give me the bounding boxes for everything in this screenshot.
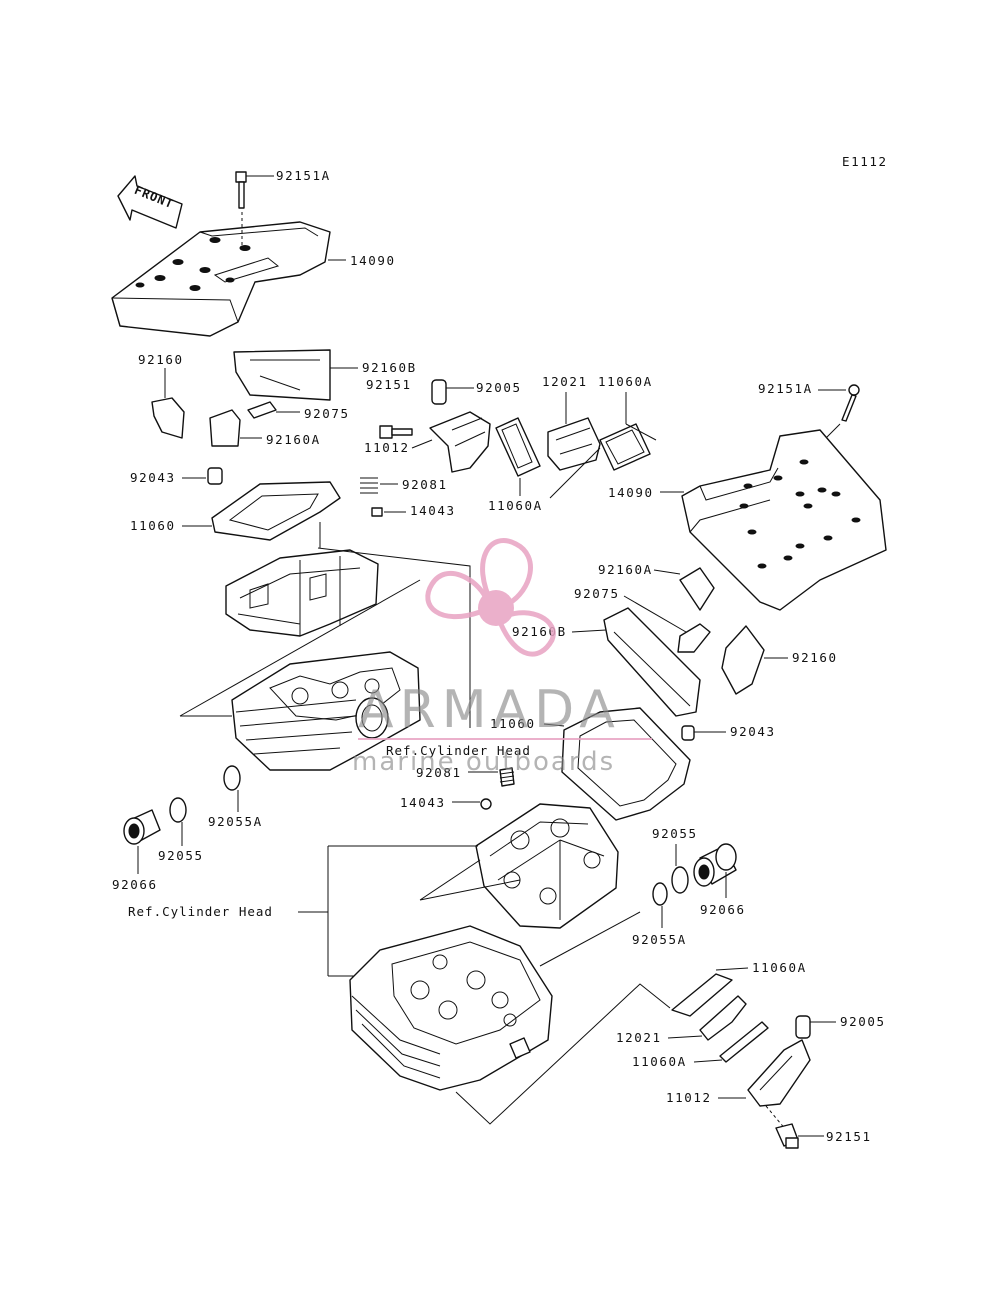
label-11060A-lower1: 11060A bbox=[752, 960, 807, 975]
oring-92055-left bbox=[169, 797, 187, 823]
cover-92160B-right bbox=[603, 607, 701, 717]
label-11060A-mid: 11060A bbox=[488, 498, 543, 513]
sleeve-92066-left bbox=[123, 809, 161, 845]
spring-92081-left bbox=[360, 477, 378, 494]
label-92151A-right: 92151A bbox=[758, 381, 813, 396]
bracket-92160-left bbox=[151, 397, 185, 439]
oring-92055-right bbox=[671, 866, 689, 894]
label-92043-right: 92043 bbox=[730, 724, 776, 739]
label-14043-center: 14043 bbox=[400, 795, 446, 810]
dowel-92043-right bbox=[681, 725, 695, 741]
label-92160B-left: 92160B bbox=[362, 360, 417, 375]
label-92160-right: 92160 bbox=[792, 650, 838, 665]
label-92055-left: 92055 bbox=[158, 848, 204, 863]
label-92055-right: 92055 bbox=[652, 826, 698, 841]
plate-12021-lower bbox=[699, 995, 747, 1041]
plug-14043-left bbox=[371, 507, 383, 517]
propeller-hub-icon bbox=[478, 590, 514, 626]
gasket-11060A-top-a bbox=[495, 417, 541, 477]
bolt-92151A-top bbox=[235, 171, 274, 209]
label-11012-left: 11012 bbox=[364, 440, 410, 455]
plug-14043-center bbox=[480, 798, 492, 810]
label-92160A-right: 92160A bbox=[598, 562, 653, 577]
ref-cylinder-head-lower: Ref.Cylinder Head bbox=[128, 904, 273, 919]
cylinder-head-upper-left bbox=[231, 651, 421, 771]
label-11012-right: 11012 bbox=[666, 1090, 712, 1105]
dowel-92005-right bbox=[795, 1015, 811, 1039]
watermark-brand: ARMADA bbox=[358, 680, 621, 740]
label-92081-center: 92081 bbox=[416, 765, 462, 780]
label-92055A-right: 92055A bbox=[632, 932, 687, 947]
propeller-logo-icon bbox=[425, 538, 556, 657]
housing-11012-right bbox=[747, 1039, 811, 1107]
label-92005-right: 92005 bbox=[840, 1014, 886, 1029]
spacer-92075-right bbox=[677, 623, 711, 653]
label-14043-left: 14043 bbox=[410, 503, 456, 518]
label-11060-left: 11060 bbox=[130, 518, 176, 533]
cover-14090-left bbox=[111, 221, 331, 337]
bracket-92160A-right bbox=[679, 567, 715, 611]
label-92075-right: 92075 bbox=[574, 586, 620, 601]
cover-92160B-left bbox=[233, 349, 331, 401]
bolt-92151A-right bbox=[841, 384, 860, 422]
label-92151-left: 92151 bbox=[366, 377, 412, 392]
dowel-92005-left bbox=[431, 379, 447, 405]
watermark: ARMADA marine outboards bbox=[352, 538, 652, 777]
label-12021-top: 12021 bbox=[542, 374, 588, 389]
spacer-92075-left bbox=[247, 401, 277, 419]
gasket-11060A-lower-a bbox=[671, 973, 733, 1017]
bolt-92151-left bbox=[379, 425, 393, 439]
label-92075-left: 92075 bbox=[304, 406, 350, 421]
label-92066-left: 92066 bbox=[112, 877, 158, 892]
label-92081-left: 92081 bbox=[402, 477, 448, 492]
label-92055A-left: 92055A bbox=[208, 814, 263, 829]
label-14090-right: 14090 bbox=[608, 485, 654, 500]
cover-14090-right bbox=[681, 429, 887, 611]
label-92005-left: 92005 bbox=[476, 380, 522, 395]
bolt-92151-right bbox=[775, 1123, 799, 1149]
label-12021-lower: 12021 bbox=[616, 1030, 662, 1045]
label-92066-right: 92066 bbox=[700, 902, 746, 917]
dowel-92043-left bbox=[207, 467, 223, 485]
gasket-11060A-top-b bbox=[599, 423, 651, 471]
gasket-11060-left bbox=[211, 481, 341, 541]
label-14090-left: 14090 bbox=[350, 253, 396, 268]
diagram-code: E1112 bbox=[842, 154, 888, 169]
label-11060-right: 11060 bbox=[490, 716, 536, 731]
label-92160A-left: 92160A bbox=[266, 432, 321, 447]
label-92160-left: 92160 bbox=[138, 352, 184, 367]
front-arrow-icon: FRONT bbox=[117, 175, 183, 229]
label-92043-left: 92043 bbox=[130, 470, 176, 485]
label-11060A-top: 11060A bbox=[598, 374, 653, 389]
label-92151A-top: 92151A bbox=[276, 168, 331, 183]
oring-92055A-left bbox=[223, 765, 241, 791]
label-92160B-right: 92160B bbox=[512, 624, 567, 639]
oring-92055A-right bbox=[652, 882, 668, 906]
label-92151-right: 92151 bbox=[826, 1129, 872, 1144]
bracket-92160-right bbox=[721, 625, 765, 695]
label-11060A-lower2: 11060A bbox=[632, 1054, 687, 1069]
gasket-11060A-lower-b bbox=[719, 1021, 769, 1063]
plate-12021-top bbox=[547, 417, 601, 471]
camshaft-cap-lower bbox=[475, 803, 619, 929]
gasket-11060-right bbox=[561, 707, 691, 821]
camshaft-cap-upper bbox=[225, 549, 379, 637]
housing-11012-left bbox=[429, 411, 491, 473]
ref-cylinder-head-upper: Ref.Cylinder Head bbox=[386, 743, 531, 758]
sleeve-92066-right bbox=[693, 843, 737, 887]
bracket-92160A-left bbox=[209, 409, 241, 447]
watermark-tagline: marine outboards bbox=[352, 747, 615, 777]
cylinder-head-lower bbox=[349, 925, 553, 1091]
